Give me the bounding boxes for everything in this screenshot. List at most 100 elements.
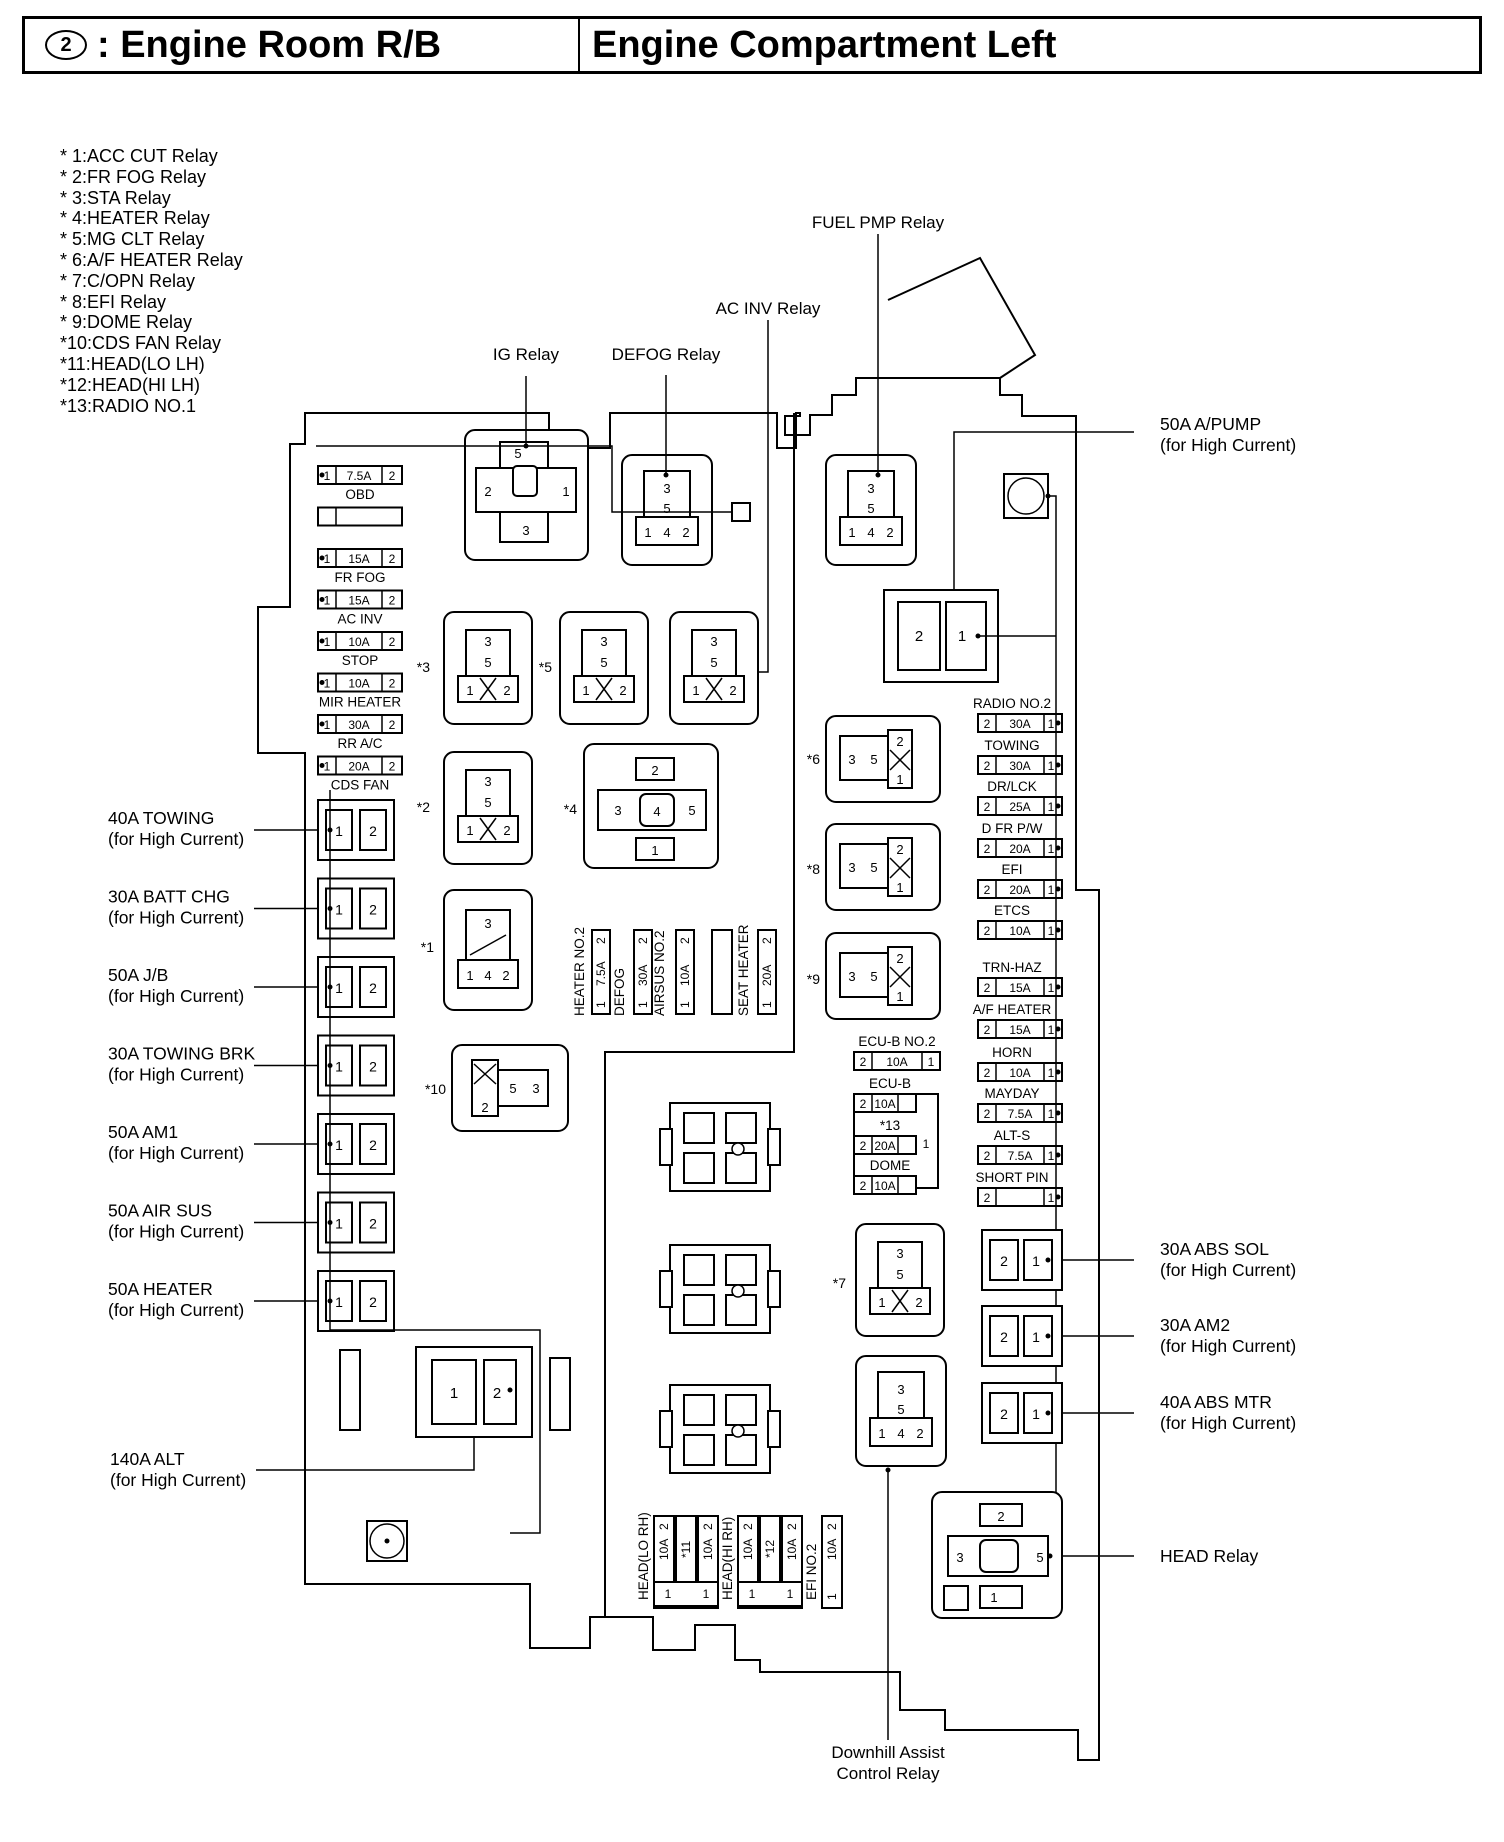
pin-label: 1 — [848, 525, 855, 540]
pin-label: 1 — [878, 1295, 885, 1310]
left-fuse-5 — [317, 672, 403, 693]
relay-tag: *2 — [417, 799, 430, 815]
vertical-fuse — [675, 929, 695, 1015]
left-fuse-name: AC INV — [337, 612, 382, 627]
pin-label: 2 — [503, 683, 510, 698]
left-hc-callout-name: 40A TOWING — [108, 808, 214, 828]
pin-label: 1 — [665, 1587, 672, 1601]
pin-label: 3 — [484, 634, 491, 649]
right-fuse-name: ALT-S — [994, 1128, 1031, 1143]
bottom-fuse-name: HEAD(LO RH) — [636, 1512, 651, 1600]
right-callout-sub: (for High Current) — [1160, 435, 1296, 455]
defog-relay-test-point — [731, 502, 751, 522]
left-fuse-name: OBD — [345, 487, 375, 502]
hc-fuse-slot — [359, 887, 387, 930]
header-left-cell: 2 : Engine Room R/B — [25, 19, 580, 71]
pin-label: 5 — [896, 1267, 903, 1282]
pin-label: 4 — [484, 968, 491, 983]
relay-4-top — [635, 757, 675, 781]
bottom-fuse-name: EFI NO.2 — [804, 1544, 819, 1600]
right-fuse-10 — [977, 1145, 1063, 1165]
pin-label: 1 — [1048, 717, 1055, 731]
hc-fuse-slot — [359, 966, 387, 1008]
pin-label: 2 — [785, 1523, 799, 1530]
diagram-number-badge: 2 — [45, 30, 87, 60]
pin-label: 2 — [389, 677, 396, 691]
pin-label: 2 — [484, 484, 491, 499]
right-fuse-1 — [977, 755, 1063, 775]
pin-label: 1 — [1032, 1406, 1040, 1422]
bottom-fuse-amp: 10A — [825, 1539, 839, 1560]
relay-tag: *4 — [564, 801, 577, 817]
pin-label: 2 — [860, 1055, 867, 1069]
pin-label: 3 — [848, 969, 855, 984]
pin-label: 1 — [335, 980, 343, 996]
horizontal-fuse — [853, 1175, 917, 1195]
bottom-fuse-amp: 10A — [741, 1539, 755, 1560]
pin-label: 1 — [466, 683, 473, 698]
legend-item: * 8:EFI Relay — [60, 291, 167, 312]
relay-x-mark — [889, 749, 911, 771]
pin-label: 1 — [324, 552, 331, 566]
pin-label: 4 — [653, 804, 660, 819]
left-fuse-3 — [317, 589, 403, 610]
pin-label: 2 — [594, 937, 608, 944]
pin-label: 1 — [335, 1216, 343, 1232]
relay-x-mark — [473, 1063, 497, 1085]
pin-label: 3 — [522, 523, 529, 538]
bottom-fuse-amp: 10A — [701, 1539, 715, 1560]
horizontal-fuse-amp: 10A — [874, 1179, 895, 1193]
pin-label: 5 — [514, 446, 521, 461]
right-fuse-amp: 15A — [1009, 981, 1030, 995]
legend-item: * 6:A/F HEATER Relay — [60, 249, 243, 270]
relay-x-mark — [889, 966, 911, 988]
relay-tag: *3 — [417, 659, 430, 675]
pin-label: 1 — [896, 880, 903, 895]
left-hc-callout-name: 50A HEATER — [108, 1279, 213, 1299]
pin-label: 1 — [1048, 1191, 1055, 1205]
right-fuse-6 — [977, 977, 1063, 997]
alt-leader — [256, 1437, 475, 1471]
pin-label: 2 — [369, 902, 377, 918]
left-fuse-name: STOP — [342, 653, 379, 668]
pin-label: 5 — [688, 803, 695, 818]
left-hc-callout-sub: (for High Current) — [108, 1222, 244, 1242]
right-fuse-11 — [977, 1187, 1063, 1207]
hc-fuse-slot — [359, 809, 387, 851]
pin-label: 1 — [958, 628, 966, 645]
pin-label: 2 — [915, 1295, 922, 1310]
pin-label: 1 — [324, 718, 331, 732]
ac-inv-relay-leader — [756, 320, 769, 673]
header-left-title: : Engine Room R/B — [97, 23, 442, 66]
relay-2-body — [465, 769, 511, 817]
left-hc-callout-name: 50A AM1 — [108, 1122, 178, 1142]
right-callout-name: 40A ABS MTR — [1160, 1392, 1272, 1412]
left-hc-callout-name: 50A J/B — [108, 965, 168, 985]
pin-label: 3 — [600, 634, 607, 649]
bottom-fuse-name: HEAD(HI RH) — [720, 1517, 735, 1600]
pin-label: 3 — [532, 1081, 539, 1096]
pin-label: 2 — [760, 937, 774, 944]
pin-label: 1 — [923, 1137, 930, 1151]
pin-label: 4 — [663, 525, 670, 540]
pin-label: 1 — [1048, 924, 1055, 938]
alt-callout-sub: (for High Current) — [110, 1470, 246, 1490]
pin-label: 1 — [466, 823, 473, 838]
pin-label: 1 — [335, 902, 343, 918]
right-fuse-name: A/F HEATER — [973, 1002, 1052, 1017]
pin-label: 2 — [369, 1137, 377, 1153]
terminal-dot — [384, 1538, 390, 1544]
legend-item: *13:RADIO NO.1 — [60, 395, 197, 416]
hc-fuse-slot — [989, 1392, 1019, 1434]
right-fuse-amp: 25A — [1009, 800, 1030, 814]
relay-tag: *1 — [421, 939, 434, 955]
pin-label: 2 — [389, 718, 396, 732]
hc-fuse-slot — [359, 1201, 387, 1244]
hc-fuse-slot — [897, 601, 941, 671]
terminal-dot — [319, 638, 325, 644]
fuse-box-corner-flap — [887, 256, 1037, 379]
defog-relay-label: DEFOG Relay — [612, 345, 721, 364]
pin-label: 1 — [466, 968, 473, 983]
connector-c-tab — [659, 1410, 673, 1448]
